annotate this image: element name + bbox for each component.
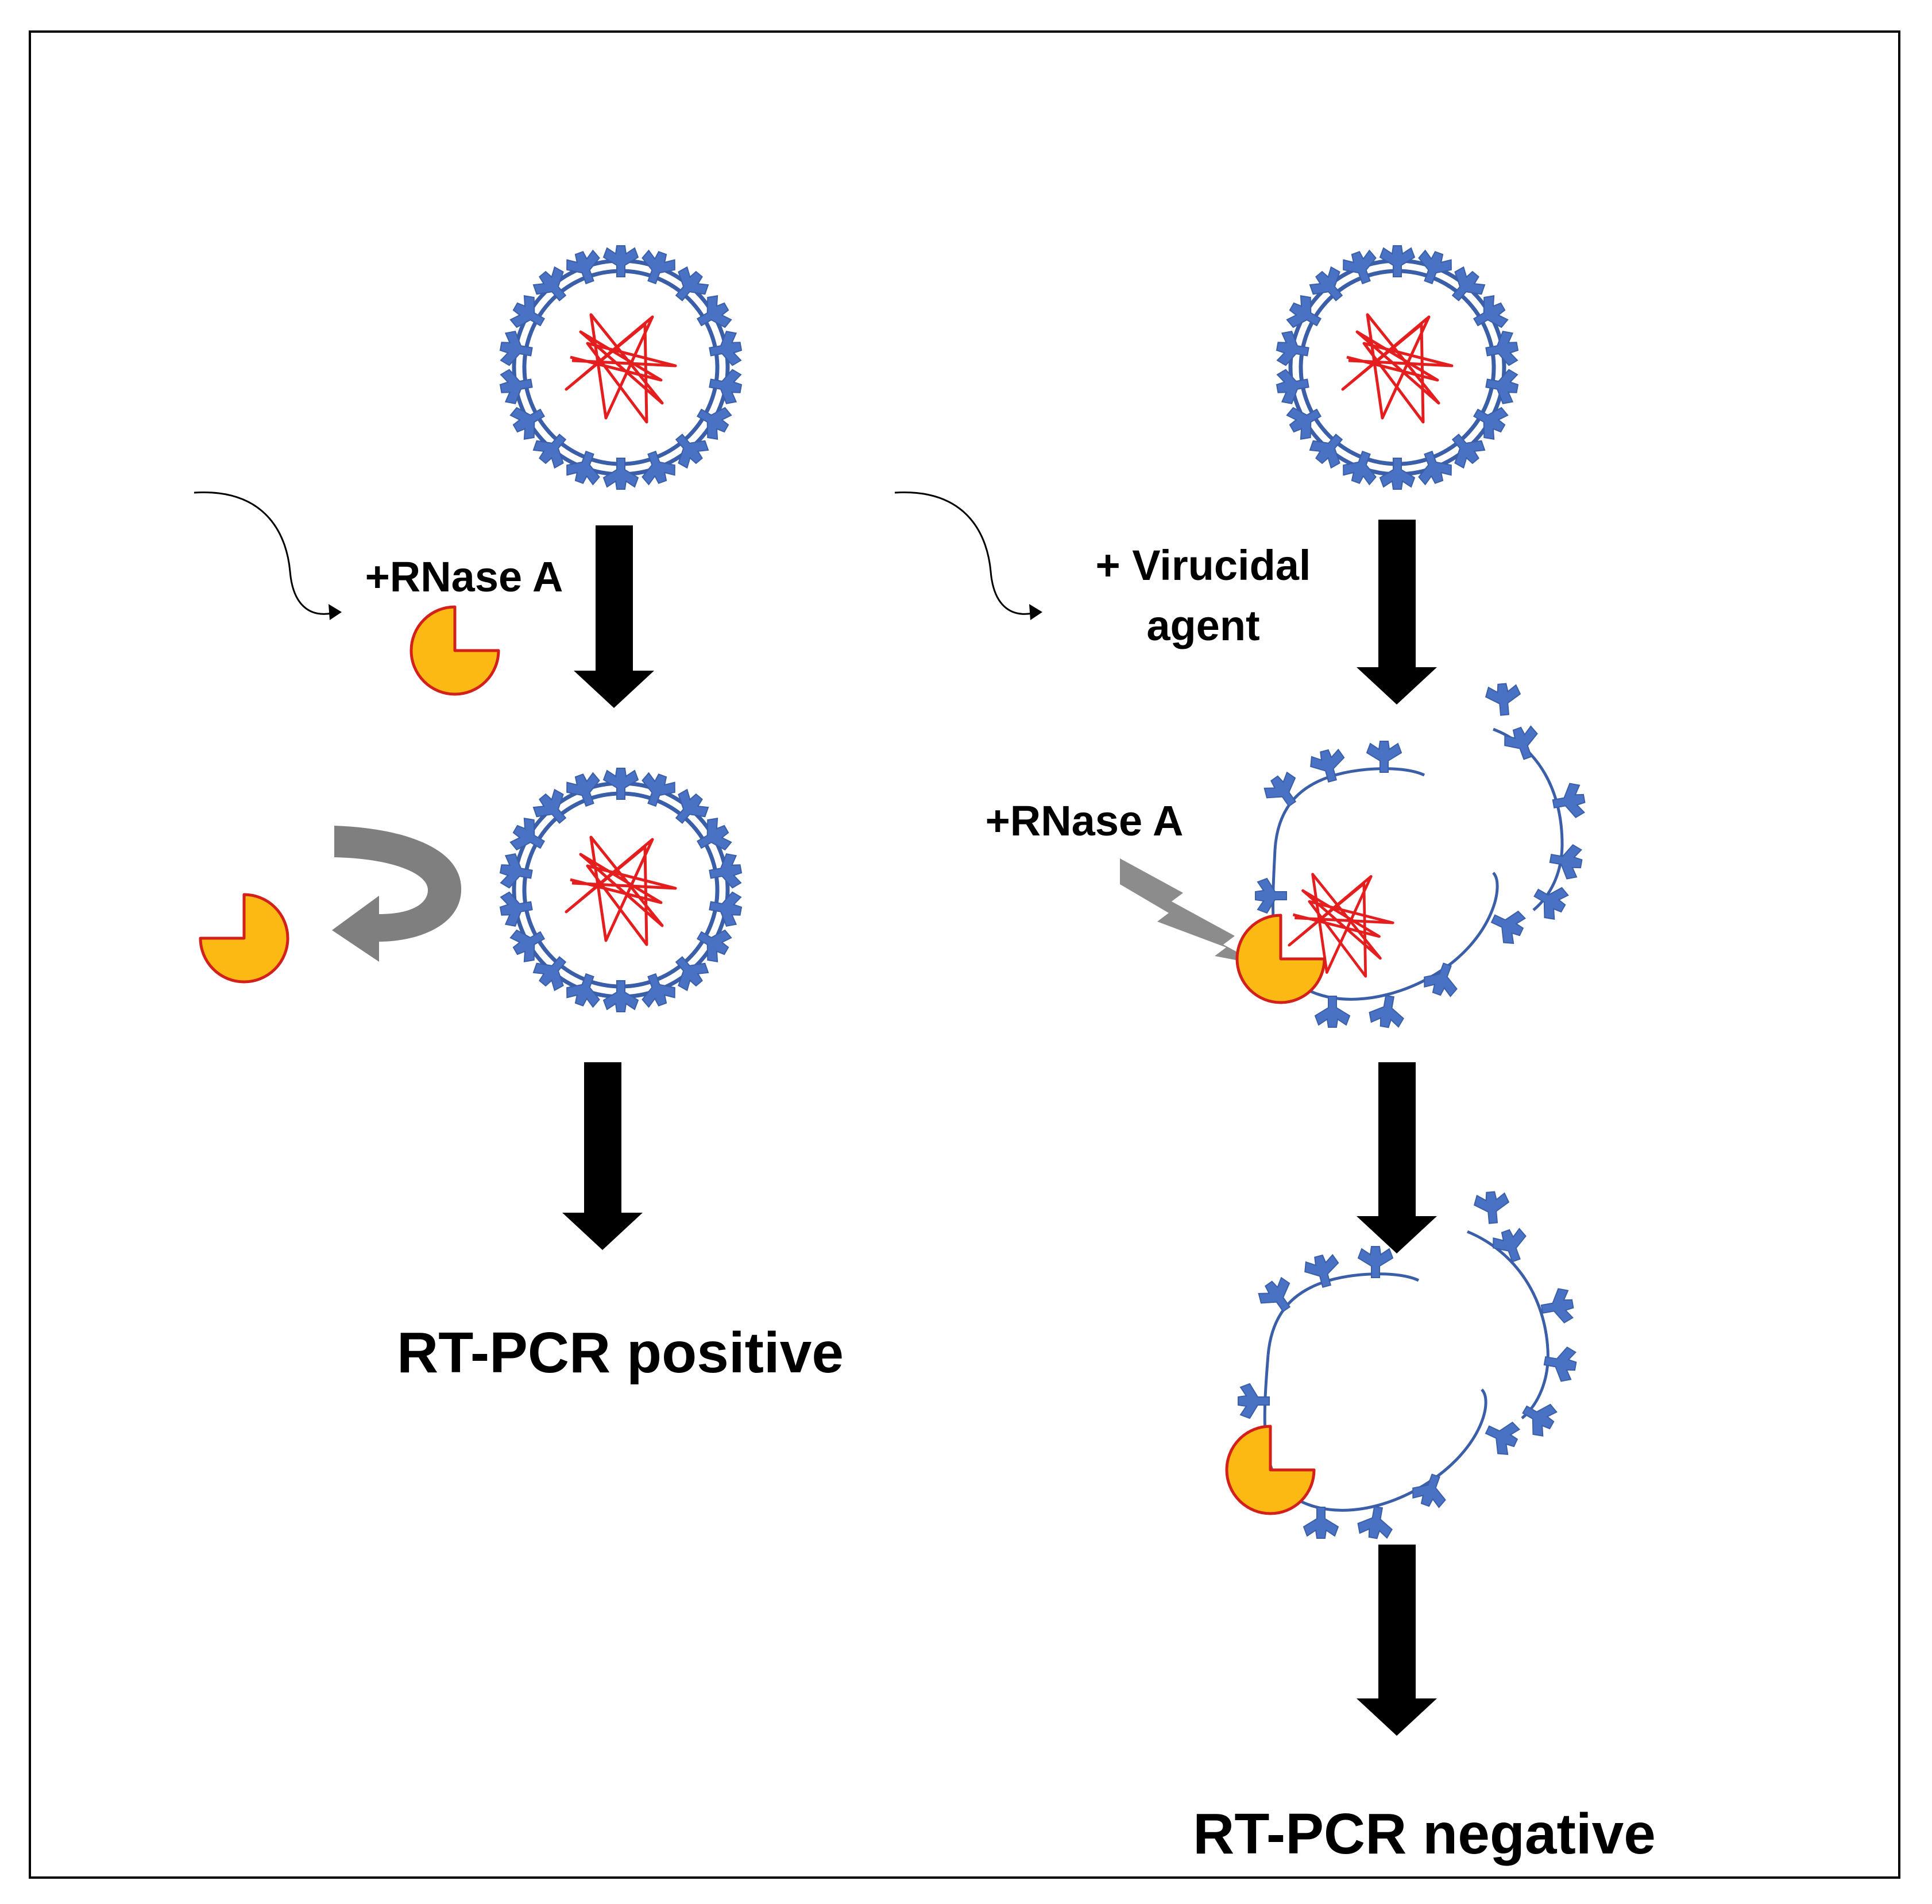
process-arrow-right-1 xyxy=(1357,520,1437,705)
rnase-enzyme-bottom-right xyxy=(1227,1426,1314,1514)
spike-protein xyxy=(506,397,552,444)
rnase-enzyme-left-top xyxy=(411,607,499,694)
process-arrow-left-2 xyxy=(562,1062,643,1250)
spike-protein xyxy=(1282,291,1328,338)
spike-protein xyxy=(1339,246,1384,289)
spike-protein xyxy=(690,397,736,444)
spike-protein xyxy=(1466,291,1512,338)
repel-arrow xyxy=(332,826,462,962)
spike-protein xyxy=(562,769,607,811)
spike-protein xyxy=(635,446,679,489)
spike-protein xyxy=(1411,446,1456,489)
figure-border xyxy=(29,30,1900,1879)
viral-rna xyxy=(1343,315,1452,422)
intact-virus-middle-left xyxy=(497,768,744,1012)
viral-rna xyxy=(566,315,675,422)
spike-protein xyxy=(635,969,679,1011)
add-rnase-label-right: +RNase A xyxy=(986,797,1184,845)
spike-protein xyxy=(506,920,552,966)
process-arrow-right-3 xyxy=(1357,1545,1437,1736)
spike-protein xyxy=(1339,446,1384,489)
spike-protein xyxy=(506,814,552,860)
add-rnase-label-left: +RNase A xyxy=(365,553,563,601)
spike-protein xyxy=(506,291,552,338)
spike-protein xyxy=(1411,246,1456,289)
process-arrow-left-1 xyxy=(574,525,654,708)
viral-rna xyxy=(566,837,675,945)
result-positive-label: RT-PCR positive xyxy=(397,1321,844,1385)
pointer-arrow-left xyxy=(194,492,342,620)
lightning-bolt xyxy=(1120,858,1261,965)
spike-protein xyxy=(562,446,607,489)
spike-protein xyxy=(635,246,679,289)
rnase-enzyme-repelled xyxy=(200,895,288,982)
spike-protein xyxy=(562,969,607,1011)
spike-protein xyxy=(562,246,607,289)
virucidal-agent-label-line2: agent xyxy=(1146,602,1259,649)
virucidal-agent-label-line1: + Virucidal xyxy=(1096,541,1311,589)
intact-virus-top-right xyxy=(1274,245,1521,490)
pointer-arrow-right xyxy=(894,492,1042,620)
spike-protein xyxy=(690,291,736,338)
spike-protein xyxy=(1466,397,1512,444)
spike-protein xyxy=(690,814,736,860)
spike-protein xyxy=(690,920,736,966)
spike-protein xyxy=(635,769,679,811)
process-arrow-right-2 xyxy=(1357,1062,1437,1253)
spike-protein xyxy=(1282,397,1328,444)
intact-virus-top-left xyxy=(497,245,744,490)
result-negative-label: RT-PCR negative xyxy=(1193,1802,1656,1866)
